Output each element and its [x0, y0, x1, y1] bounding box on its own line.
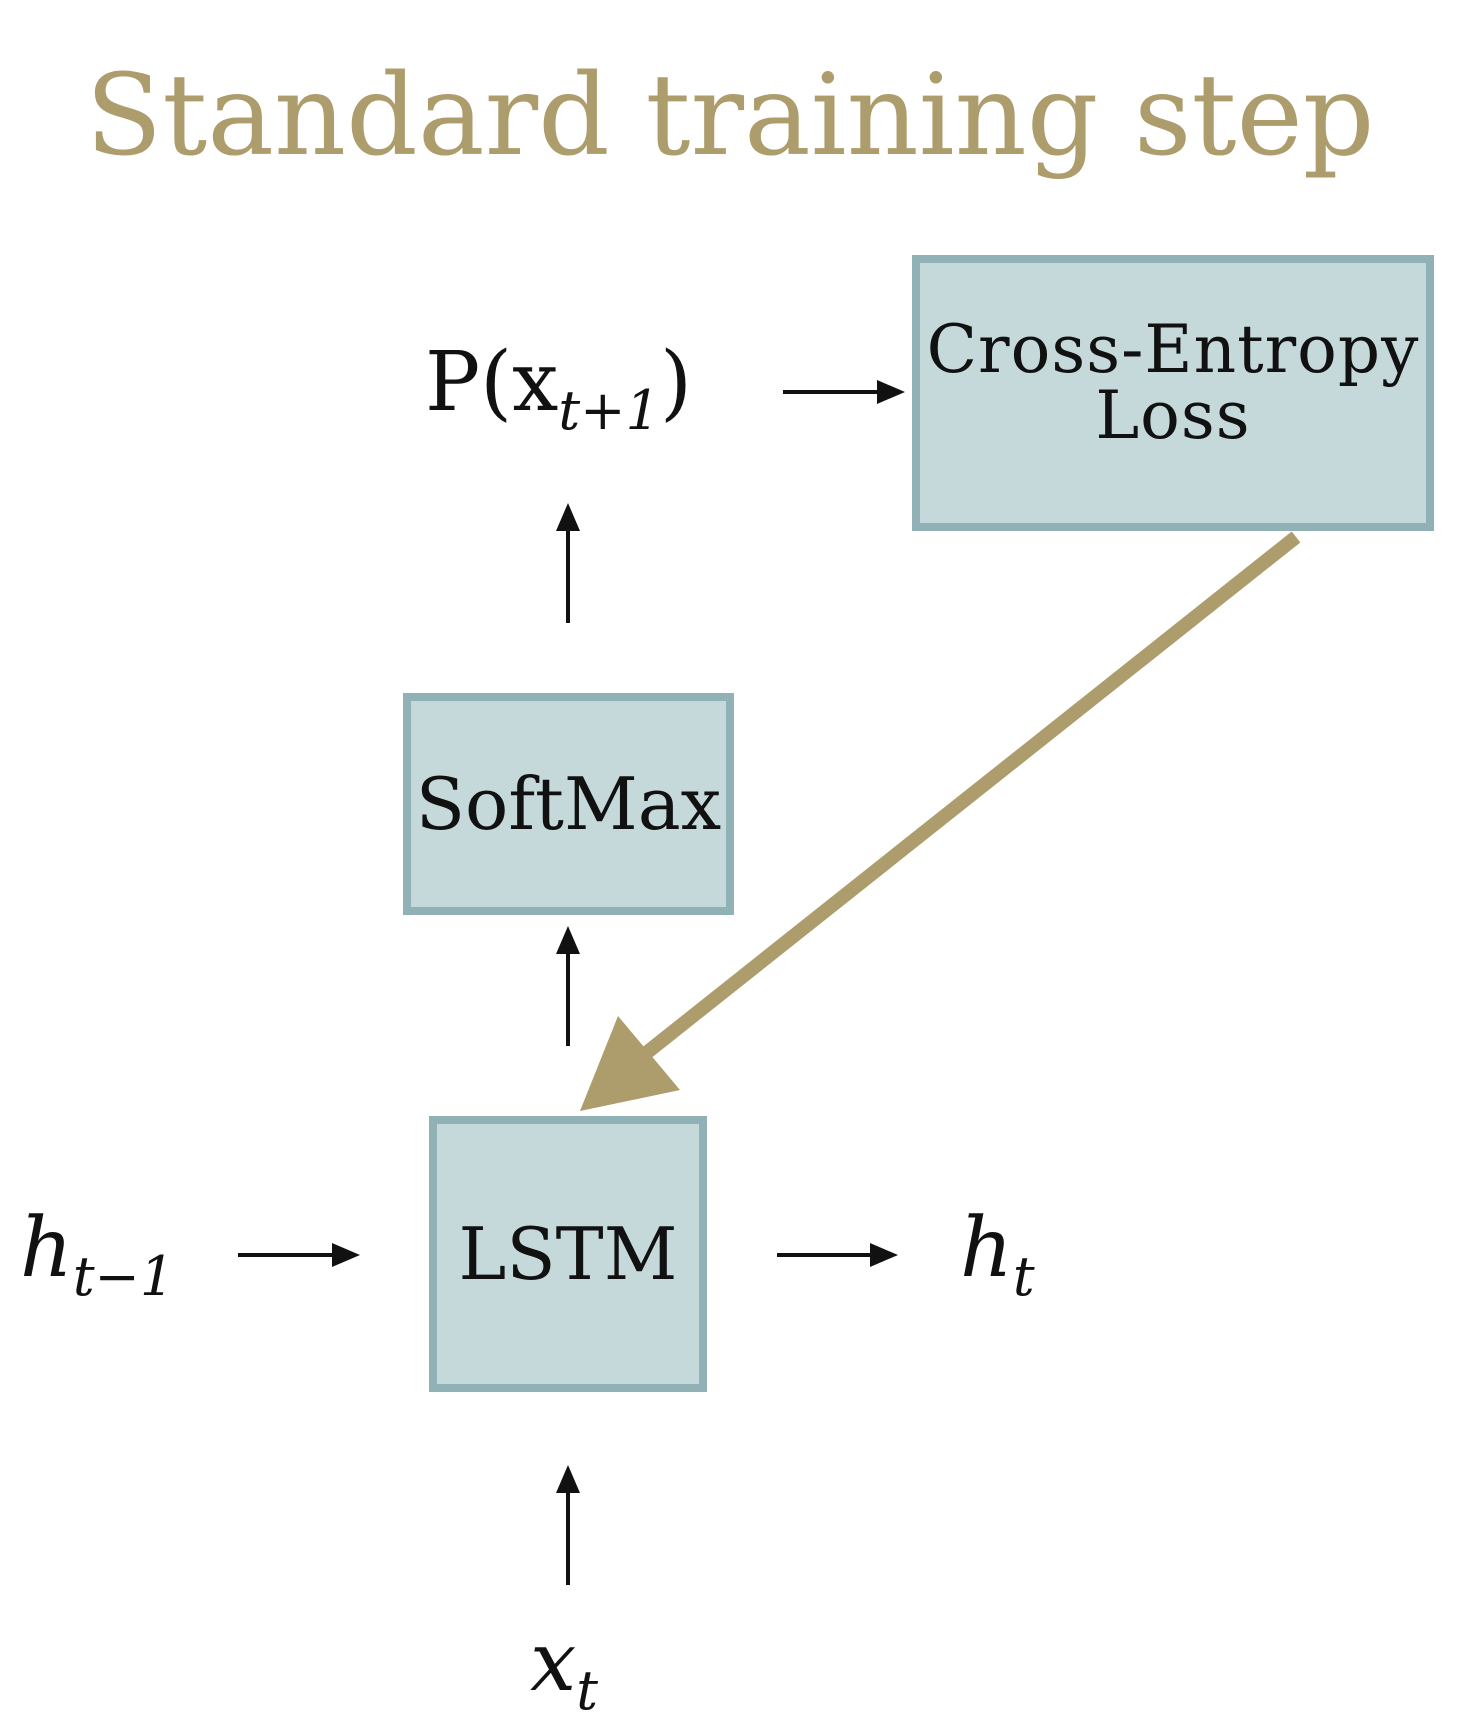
diagram-title: Standard training step — [85, 51, 1375, 181]
previous-hidden-state-label: ht−1 — [20, 1208, 174, 1304]
arrow-prev-hidden-to-lstm — [238, 1243, 360, 1267]
arrow-prob-to-loss — [783, 380, 905, 404]
gradient-arrow — [580, 531, 1301, 1111]
hprev-base: h — [20, 1201, 73, 1296]
hidden-state-label: ht — [960, 1208, 1035, 1304]
hprev-subscript: t−1 — [72, 1244, 175, 1308]
lstm-box: LSTM — [429, 1116, 707, 1392]
xt-base: x — [530, 1615, 577, 1710]
arrow-lstm-to-softmax — [556, 926, 580, 1046]
output-probability-label: P(xt+1) — [425, 342, 692, 438]
cross-entropy-loss-box: Cross-Entropy Loss — [912, 255, 1434, 531]
input-label: xt — [530, 1622, 598, 1718]
p-close: ) — [659, 335, 692, 430]
ht-subscript: t — [1012, 1244, 1035, 1308]
softmax-box: SoftMax — [403, 693, 734, 915]
ht-base: h — [960, 1201, 1013, 1296]
p-subscript: t+1 — [558, 378, 660, 442]
arrow-softmax-to-prob — [556, 503, 580, 623]
arrow-lstm-to-hidden — [777, 1243, 898, 1267]
xt-subscript: t — [576, 1658, 598, 1722]
p-base: P(x — [425, 335, 559, 430]
arrow-input-to-lstm — [556, 1465, 580, 1585]
